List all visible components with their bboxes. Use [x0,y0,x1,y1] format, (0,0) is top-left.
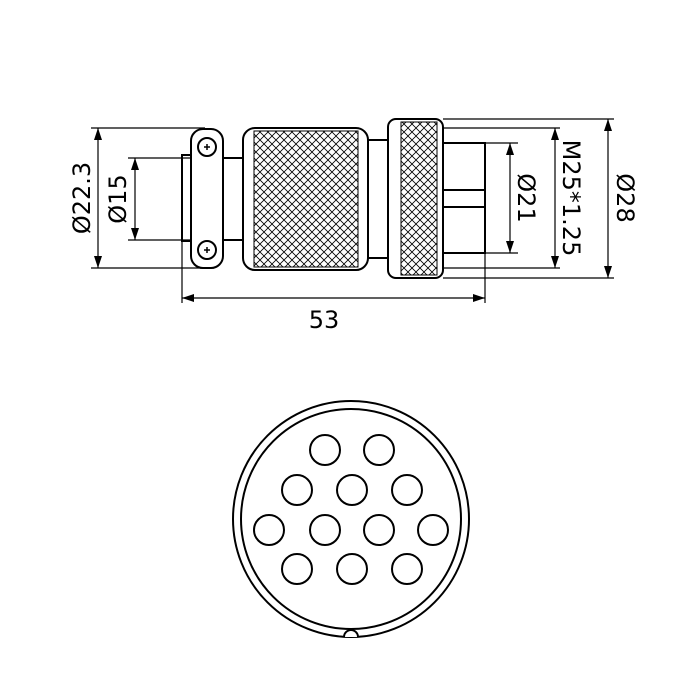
pin-hole-11 [336,553,368,585]
pin-hole-4 [336,474,368,506]
dim-body-diameter: Ø22.3 [68,162,96,234]
body-neck [367,139,389,259]
pin-hole-10 [281,553,313,585]
pin-hole-9 [417,514,449,546]
dim-thread: M25*1.25 [557,140,585,257]
dimension-lines [91,118,614,303]
front-face [442,142,486,254]
keyway-notch [343,629,359,638]
dim-inner-diameter: Ø15 [104,174,132,223]
pin-hole-1 [309,434,341,466]
side-view [181,118,486,279]
pin-hole-6 [253,514,285,546]
pin-group [253,434,449,585]
pin-hole-2 [363,434,395,466]
front-view [232,400,470,638]
pin-hole-3 [281,474,313,506]
dim-pin-face-diameter: Ø21 [512,173,540,222]
pin-hole-12 [391,553,423,585]
pin-hole-7 [309,514,341,546]
pin-hole-5 [391,474,423,506]
pin-hole-8 [363,514,395,546]
clamp-neck [222,157,244,241]
dim-nut-diameter: Ø28 [611,173,639,222]
dim-overall-length: 53 [309,306,340,334]
